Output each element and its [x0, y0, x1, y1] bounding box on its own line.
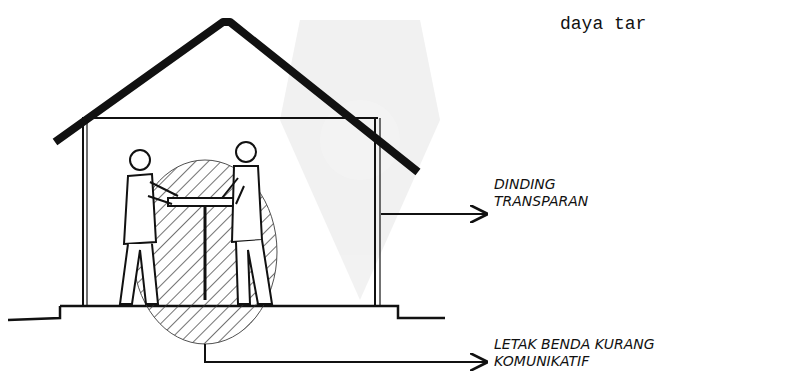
table-leg — [204, 206, 207, 300]
wall-right — [379, 118, 380, 306]
person-right — [222, 142, 272, 304]
callout-text: LETAK BENDA KURANG KOMUNIKATIF — [494, 336, 694, 370]
person-left — [120, 150, 178, 304]
leader-line — [381, 213, 486, 215]
table-top — [168, 198, 242, 206]
ceiling-line — [82, 117, 378, 119]
callout-text: DINDING TRANSPARAN — [494, 176, 614, 210]
wall-left — [86, 118, 87, 306]
hatched-zone — [133, 160, 277, 344]
watermark-logo — [280, 20, 440, 300]
roof — [55, 22, 418, 172]
wall-right — [374, 118, 376, 306]
note-text: daya tar — [560, 14, 780, 36]
ground-line — [8, 306, 60, 320]
wall-left — [82, 118, 84, 306]
leader-line — [205, 344, 486, 362]
